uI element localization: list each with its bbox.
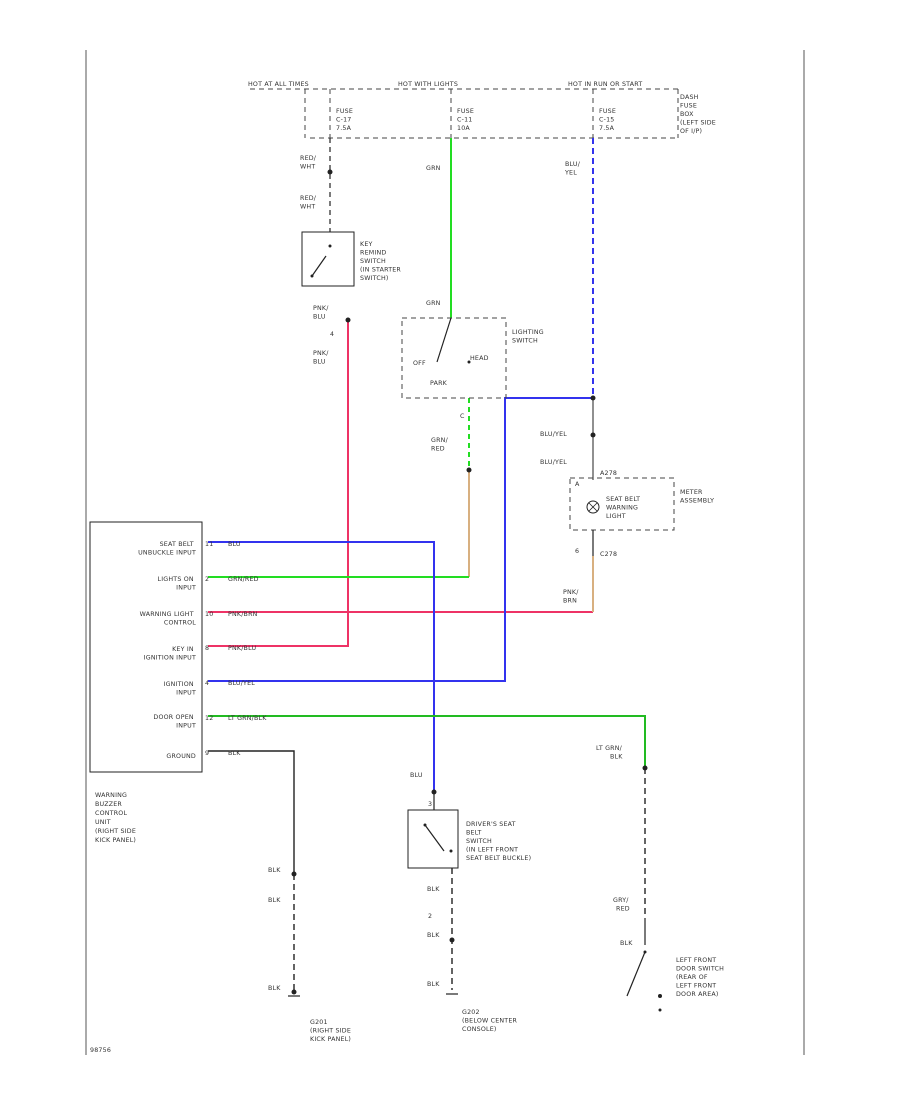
diagram-id: 98756 <box>90 1047 111 1054</box>
dash-fuse-box-label: DASH FUSE BOX (LEFT SIDE OF I/P) <box>680 94 718 135</box>
unit-pins: 11 2 10 8 4 12 9 <box>205 541 213 757</box>
unit-input-door-open: DOOR OPEN INPUT <box>153 714 196 730</box>
wire-grn-2: GRN <box>426 300 441 307</box>
pin-8: 8 <box>205 645 209 652</box>
meter-pin-a: A <box>575 481 580 488</box>
lighting-switch-label: LIGHTING SWITCH <box>512 329 546 345</box>
pin-2: 2 <box>205 576 209 583</box>
meter-pin-6: 6 <box>575 548 579 555</box>
meter-conn-top: A278 <box>600 470 617 477</box>
g201-label: G201 (RIGHT SIDE KICK PANEL) <box>310 1019 353 1043</box>
wire-blue-unbuckle <box>208 541 435 792</box>
wire-pnk-brn: PNK/ BRN <box>563 589 581 605</box>
wire-blu-yel-3: BLU/YEL <box>540 459 567 466</box>
fuse-c-label: FUSE C-15 7.5A <box>599 108 618 132</box>
lighting-off: OFF <box>413 360 426 367</box>
wire-red-wht-2: RED/ WHT <box>300 195 318 211</box>
pin-10: 10 <box>205 611 213 618</box>
unit-input-warning-light: WARNING LIGHT CONTROL <box>140 611 197 627</box>
unit-wire-8: PNK/BLU <box>228 645 256 652</box>
wire-grn: GRN <box>426 165 441 172</box>
left-front-door-switch <box>626 918 662 1012</box>
unit-input-ground: GROUND <box>166 753 196 760</box>
g202-label: G202 (BELOW CENTER CONSOLE) <box>462 1009 519 1033</box>
unit-input-labels: SEAT BELT UNBUCKLE INPUT LIGHTS ON INPUT… <box>138 541 196 760</box>
wire-blu-driver: BLU <box>410 772 423 779</box>
seat-belt-lamp-label: SEAT BELT WARNING LIGHT <box>606 496 642 520</box>
wire-blk-4: BLK <box>427 886 440 893</box>
key-remind-switch <box>301 231 355 287</box>
unit-wire-9: BLK <box>228 750 241 757</box>
meter-conn-bot: C278 <box>600 551 617 558</box>
unit-input-unbuckle: SEAT BELT UNBUCKLE INPUT <box>138 541 196 557</box>
fuse-b-label: FUSE C-11 10A <box>457 108 476 132</box>
meter-assembly <box>569 477 675 556</box>
door-switch-label: LEFT FRONT DOOR SWITCH (REAR OF LEFT FRO… <box>676 957 726 998</box>
wire-black-ground <box>208 750 295 874</box>
wire-blu-yel-2: BLU/YEL <box>540 431 567 438</box>
wire-blk-7: BLK <box>620 940 633 947</box>
wire-blue-ignition <box>208 397 593 682</box>
bus-label-lights: HOT WITH LIGHTS <box>398 81 458 88</box>
unit-wire-11: BLU <box>228 541 241 548</box>
wire-gry-red: GRY/ RED <box>613 897 631 913</box>
lighting-park: PARK <box>430 380 448 387</box>
lighting-pin-c: C <box>460 413 465 420</box>
unit-input-ignition: IGNITION INPUT <box>164 681 196 697</box>
fuse-a-label: FUSE C-17 7.5A <box>336 108 355 132</box>
pin-9: 9 <box>205 750 209 757</box>
wire-blk-1: BLK <box>268 867 281 874</box>
wire-blk-2: BLK <box>268 897 281 904</box>
wire-pnk-blu-1: PNK/ BLU <box>313 305 331 321</box>
wire-blk-3: BLK <box>268 985 281 992</box>
wire-pink-key <box>208 320 349 647</box>
wire-blu-yel: BLU/ YEL <box>564 161 582 177</box>
wire-pnk-blu-2: PNK/ BLU <box>313 350 331 366</box>
meter-assembly-label: METER ASSEMBLY <box>680 489 714 505</box>
lighting-switch <box>401 317 507 399</box>
splice-dots <box>291 169 648 995</box>
wire-red-wht-1: RED/ WHT <box>300 155 318 171</box>
pin-11: 11 <box>205 541 213 548</box>
wire-grn-red: GRN/ RED <box>431 437 450 453</box>
dash-fuse-box <box>250 88 679 139</box>
bus-label-run: HOT IN RUN OR START <box>568 81 642 88</box>
driver-pin-1: 3 <box>428 801 432 808</box>
wire-lt-grn-blk: LT GRN/ BLK <box>596 745 624 761</box>
unit-wire-4: BLU/YEL <box>228 680 255 687</box>
bus-label-all-times: HOT AT ALL TIMES <box>248 81 309 88</box>
drivers-seat-belt-switch-label: DRIVER'S SEAT BELT SWITCH (IN LEFT FRONT… <box>466 821 531 862</box>
key-pin-4: 4 <box>330 331 334 338</box>
wire-green-door <box>208 715 646 768</box>
key-remind-switch-label: KEY REMIND SWITCH (IN STARTER SWITCH) <box>360 241 403 282</box>
unit-wire-labels: BLU GRN/RED PNK/BRN PNK/BLU BLU/YEL LT G… <box>228 541 267 757</box>
driver-pin-2: 2 <box>428 913 432 920</box>
control-unit-label: WARNING BUZZER CONTROL UNIT (RIGHT SIDE … <box>95 792 138 844</box>
pin-4: 4 <box>205 680 209 687</box>
lighting-head: HEAD <box>470 355 489 362</box>
unit-input-lights-on: LIGHTS ON INPUT <box>158 576 197 592</box>
unit-input-key-in: KEY IN IGNITION INPUT <box>144 646 196 662</box>
wire-blk-6: BLK <box>427 981 440 988</box>
drivers-seat-belt-switch <box>407 792 459 869</box>
warning-buzzer-control-unit <box>89 521 203 773</box>
unit-wire-12: LT GRN/BLK <box>228 715 267 722</box>
wire-blk-5: BLK <box>427 932 440 939</box>
pin-12: 12 <box>205 715 213 722</box>
unit-wire-10: PNK/BRN <box>228 611 258 618</box>
unit-wire-2: GRN/RED <box>228 576 259 583</box>
